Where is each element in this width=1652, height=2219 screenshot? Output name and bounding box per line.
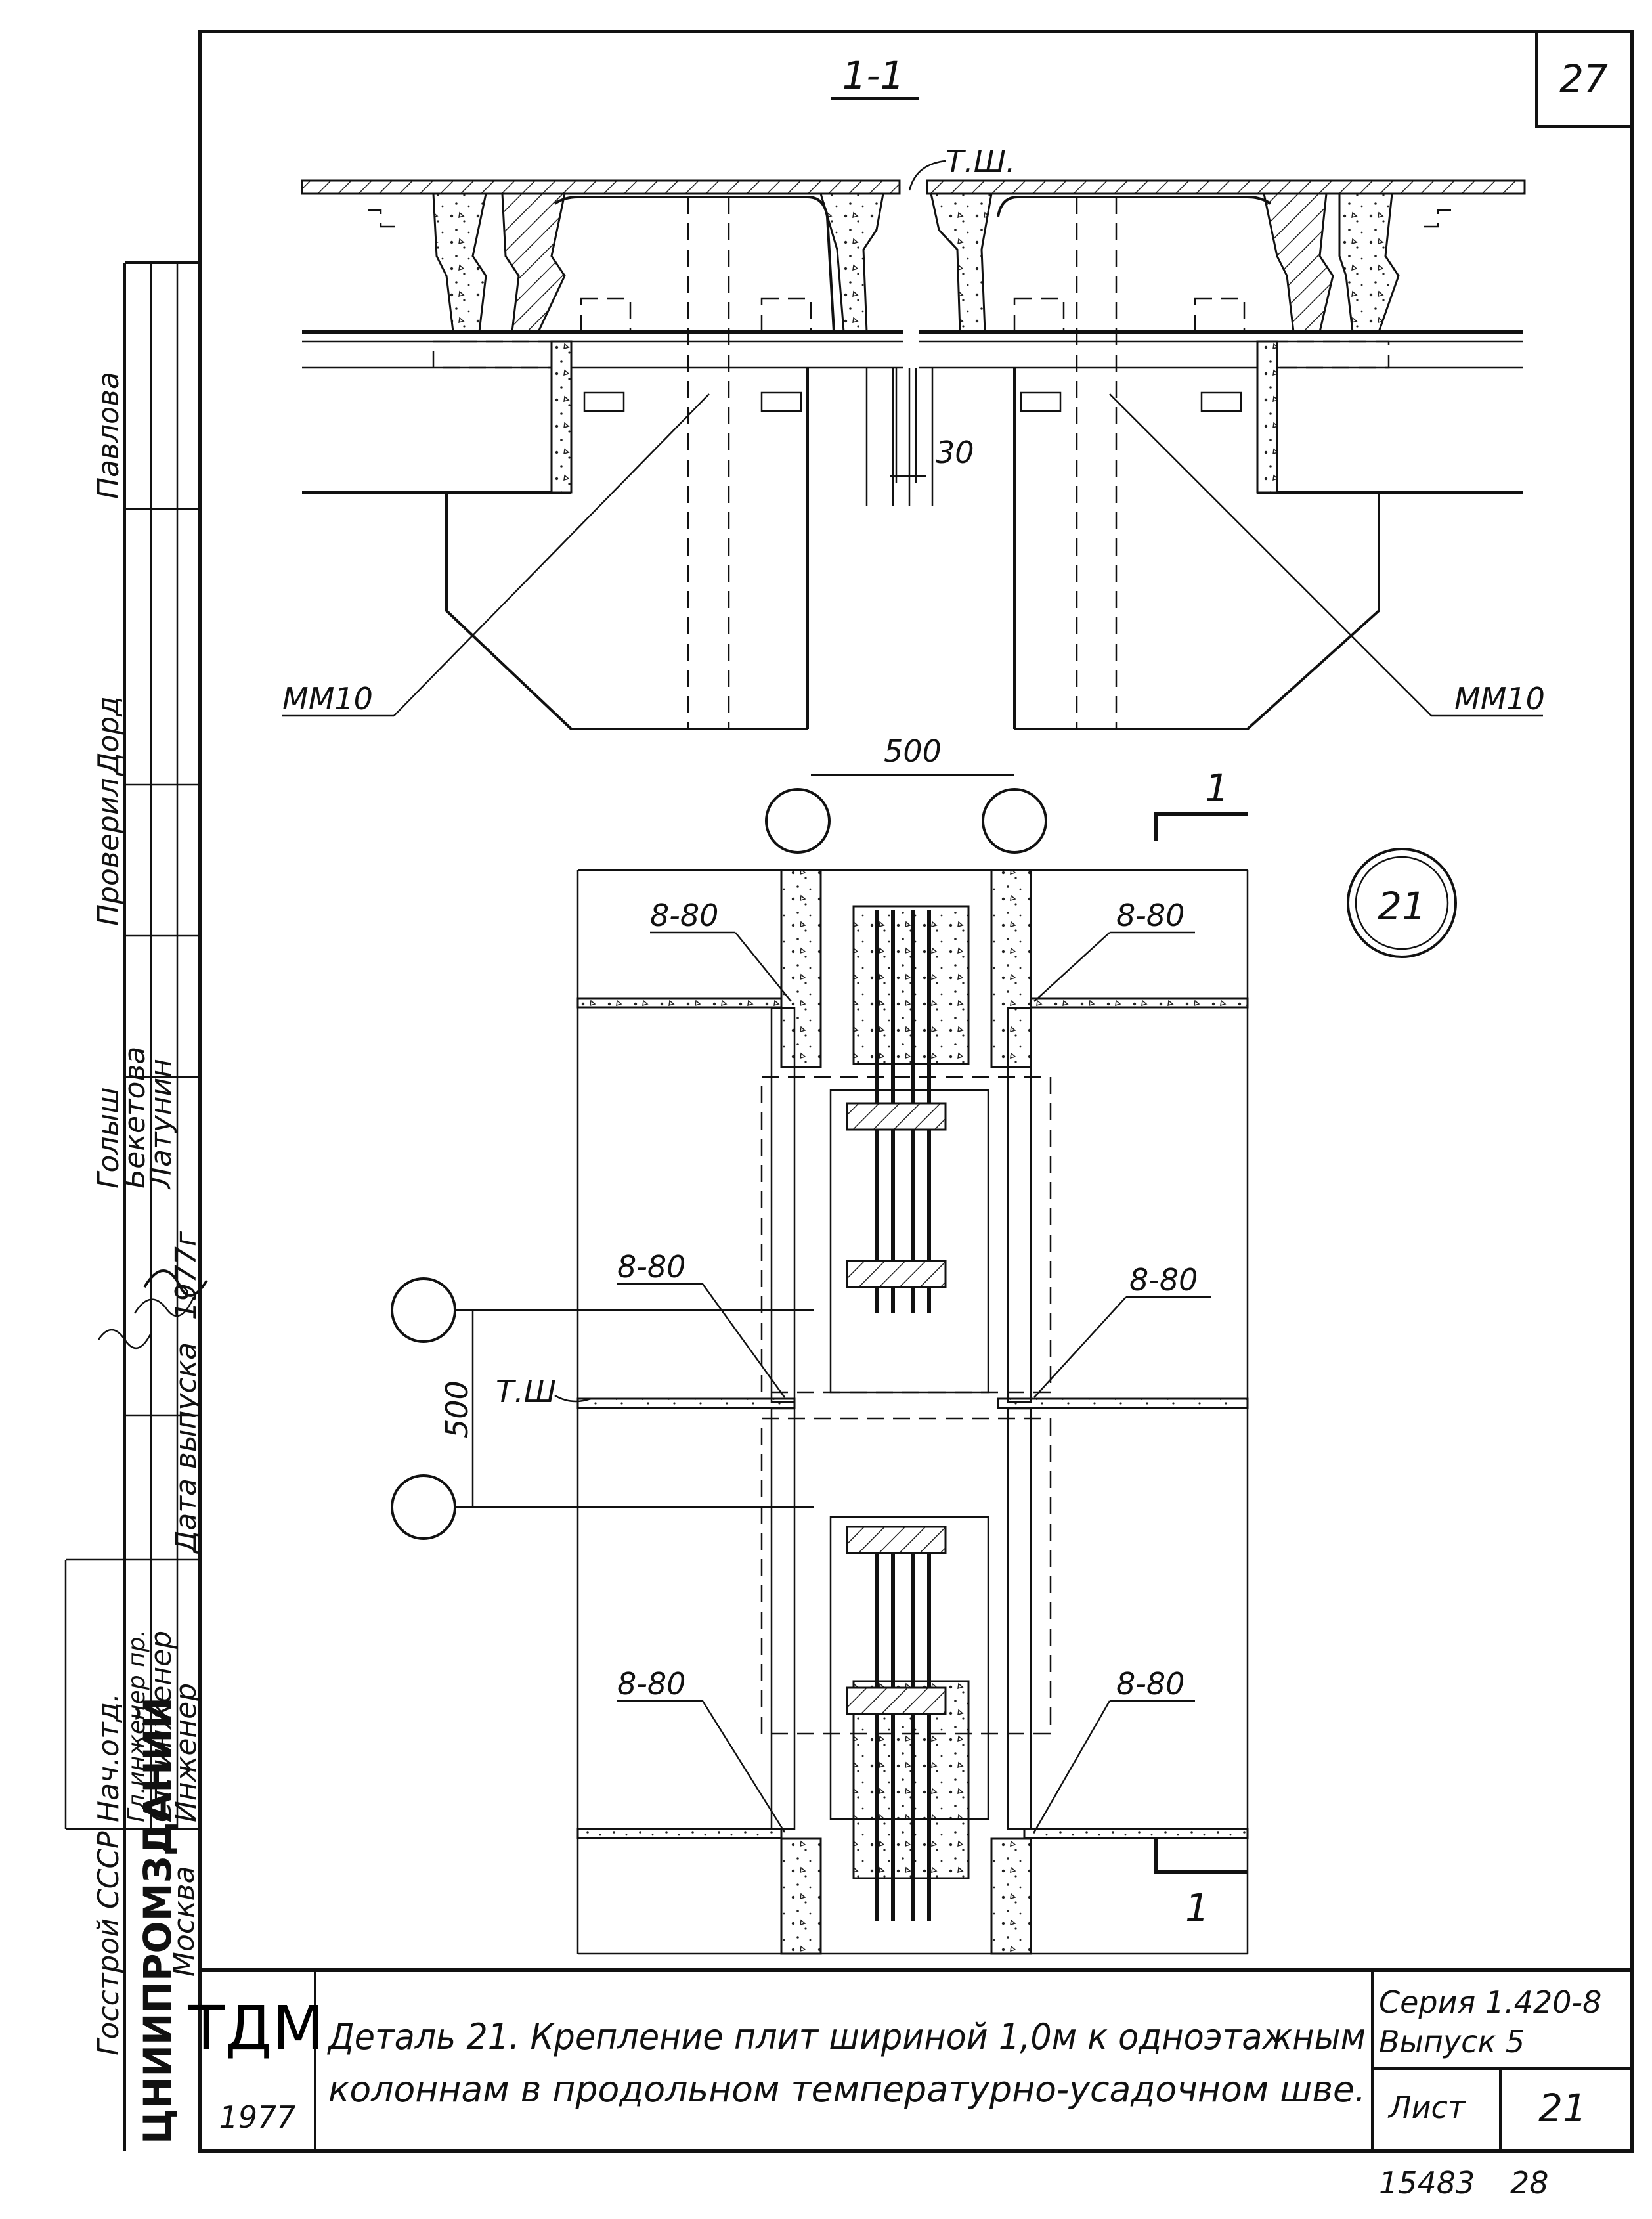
axis-bubble-left [765, 788, 831, 854]
slab-rib-center-right [930, 192, 993, 333]
detail-number: 21 [1378, 884, 1426, 929]
side-stamp: Госстрой СССР ЦНИИПРОМЗДАНИЙ Москва Нач.… [64, 261, 208, 2151]
archive-number: 15483 [1379, 2165, 1475, 2201]
logo-year: 1977 [219, 2099, 295, 2135]
slab-rib-right-outer [1338, 192, 1400, 333]
name-golysh: Голыш [92, 1087, 125, 1189]
bearing-plate-1 [583, 391, 625, 412]
weld-label-2: 8-80 [1116, 898, 1185, 933]
axis-spacing-top: 500 [884, 734, 942, 769]
release-year: 1977г [169, 1231, 203, 1320]
title-line-2: колоннам в продольном температурно-усадо… [328, 2069, 1366, 2110]
name-checked: Проверил [92, 778, 125, 926]
position-head: Нач.отд. [92, 1693, 125, 1822]
slab-rib-right-inner [1263, 192, 1334, 333]
weld-label-1: 8-80 [650, 898, 718, 933]
axis-bubble-lower [391, 1474, 456, 1540]
plan-view: 1 1 21 [391, 766, 1457, 1955]
signature-2 [143, 1269, 208, 1297]
weld-label-4: 8-80 [1129, 1262, 1198, 1298]
axis-bubble-right [982, 788, 1047, 854]
name-dord: Дорд [92, 696, 125, 776]
slab-rib-left-outer [432, 192, 487, 333]
screed-left [301, 179, 901, 195]
panel-label-left: ММ10 [282, 681, 373, 716]
org-gosstroy: Госстрой СССР [92, 1831, 125, 2055]
cut-mark-top: 1 [1205, 766, 1229, 810]
title-block: ТДМ 1977 Деталь 21. Крепление плит ширин… [187, 1968, 1632, 2201]
weld-label-5: 8-80 [617, 1666, 685, 1702]
page-number-box [1535, 30, 1633, 128]
org-institute: ЦНИИПРОМЗДАНИЙ [135, 1697, 180, 2144]
section-title: 1-1 [842, 53, 905, 98]
signature-1 [97, 1296, 195, 1350]
joint-label-top: Т.Ш. [946, 144, 1016, 179]
name-latunin: Латунин [144, 1059, 178, 1190]
series-label: Серия 1.420-8 [1379, 1985, 1601, 2020]
axis-bubble-upper [391, 1277, 456, 1343]
joint-label-plan: Т.Ш [496, 1374, 556, 1409]
bottom-page-number: 28 [1510, 2165, 1549, 2201]
position-chief-engineer: Гл.инженер пр. [123, 1629, 150, 1822]
panel-label-right: ММ10 [1454, 681, 1545, 716]
bearing-plate-3 [1020, 391, 1062, 412]
position-release-date: Дата выпуска [169, 1342, 203, 1554]
sheet-frame: 27 [198, 30, 1634, 2153]
name-pavlova: Павлова [92, 372, 125, 499]
logo: ТДМ [187, 1993, 324, 2063]
bearing-plate-4 [1200, 391, 1242, 412]
issue-label: Выпуск 5 [1379, 2024, 1525, 2059]
slab-rib-left-inner [501, 192, 566, 333]
position-senior-engineer: Ст. инженер [144, 1631, 178, 1822]
slab-rib-center-left [819, 192, 884, 333]
sheet-label: Лист [1387, 2090, 1466, 2125]
section-1-1: 1-1 Т.Ш. [282, 53, 1545, 854]
cut-mark-bottom: 1 [1185, 1885, 1209, 1930]
screed-right [926, 179, 1526, 195]
gap-dimension: 30 [936, 435, 974, 470]
title-line-1: Деталь 21. Крепление плит шириной 1,0м к… [327, 2016, 1366, 2057]
sheet-number: 21 [1538, 2086, 1587, 2130]
weld-label-3: 8-80 [617, 1249, 685, 1285]
name-beketova: Бекетова [118, 1047, 152, 1189]
position-engineer: Инженер [169, 1683, 203, 1822]
org-city: Москва [167, 1866, 201, 1977]
bearing-plate-2 [760, 391, 802, 412]
page-number: 27 [1559, 56, 1608, 101]
axis-spacing-plan: 500 [439, 1380, 475, 1438]
weld-label-6: 8-80 [1116, 1666, 1185, 1702]
